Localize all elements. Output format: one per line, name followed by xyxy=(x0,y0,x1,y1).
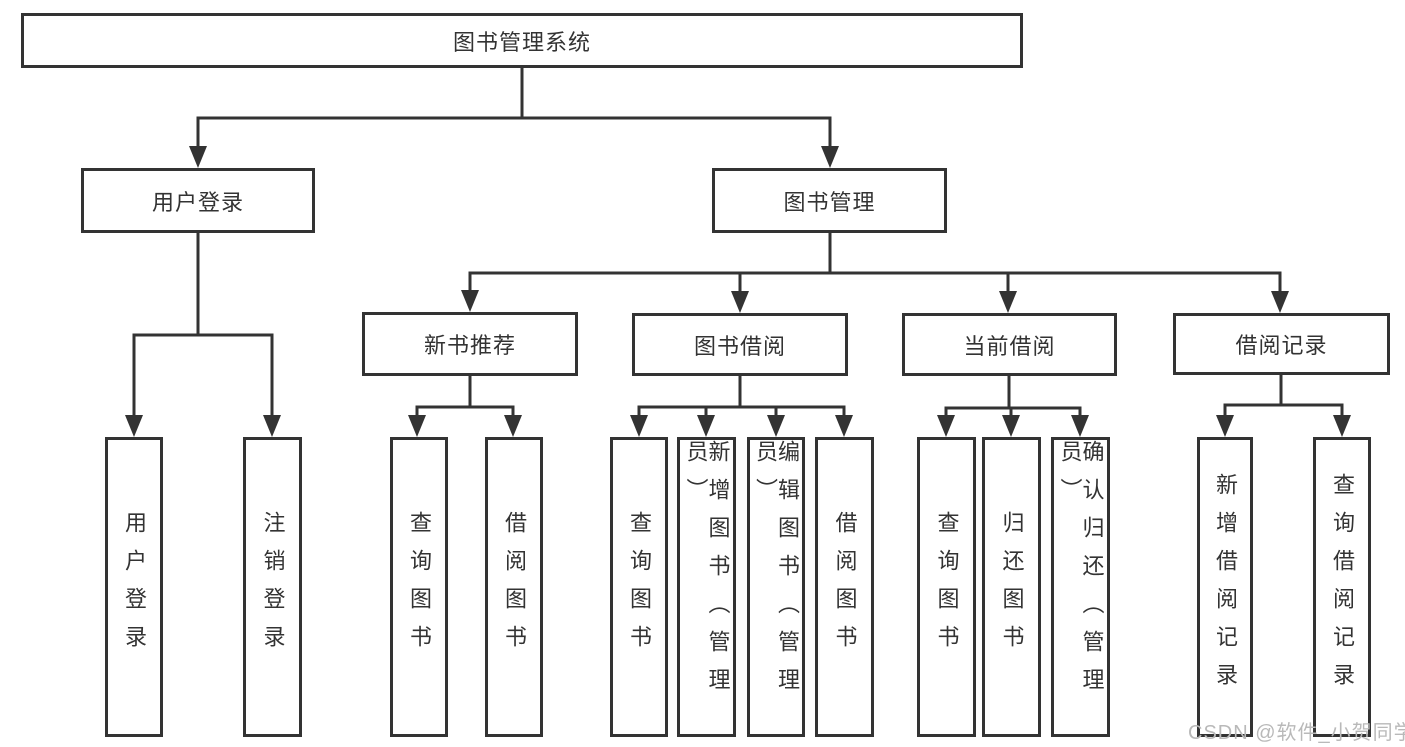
csdn-watermark: CSDN @软件_小贺同学 xyxy=(1188,722,1405,744)
node-book-borrowing: 图书借阅 xyxy=(632,313,848,376)
leaf-logout: 注销登录 xyxy=(243,437,302,737)
node-new-book-recommend: 新书推荐 xyxy=(362,312,578,376)
arrowheads xyxy=(125,146,1351,437)
leaf-return-books: 归还图书 xyxy=(982,437,1041,737)
leaf-confirm-return-admin: 确认归还（管理员） xyxy=(1051,437,1110,737)
leaf-add-borrow-record: 新增借阅记录 xyxy=(1197,437,1253,737)
node-current-borrowing: 当前借阅 xyxy=(902,313,1117,376)
leaf-edit-books-admin: 编辑图书（管理员） xyxy=(747,437,805,737)
leaf-query-books-recommend: 查询图书 xyxy=(390,437,448,737)
leaf-borrow-books-borrowing: 借阅图书 xyxy=(815,437,874,737)
node-library-management-system: 图书管理系统 xyxy=(21,13,1023,68)
leaf-user-login: 用户登录 xyxy=(105,437,163,737)
leaf-query-books-borrowing: 查询图书 xyxy=(610,437,668,737)
leaf-add-books-admin: 新增图书（管理员） xyxy=(677,437,736,737)
leaf-borrow-books-recommend: 借阅图书 xyxy=(485,437,543,737)
node-book-management: 图书管理 xyxy=(712,168,947,233)
leaf-query-borrow-record: 查询借阅记录 xyxy=(1313,437,1371,737)
leaf-query-books-current: 查询图书 xyxy=(917,437,976,737)
node-user-login: 用户登录 xyxy=(81,168,315,233)
node-borrowing-records: 借阅记录 xyxy=(1173,313,1390,375)
